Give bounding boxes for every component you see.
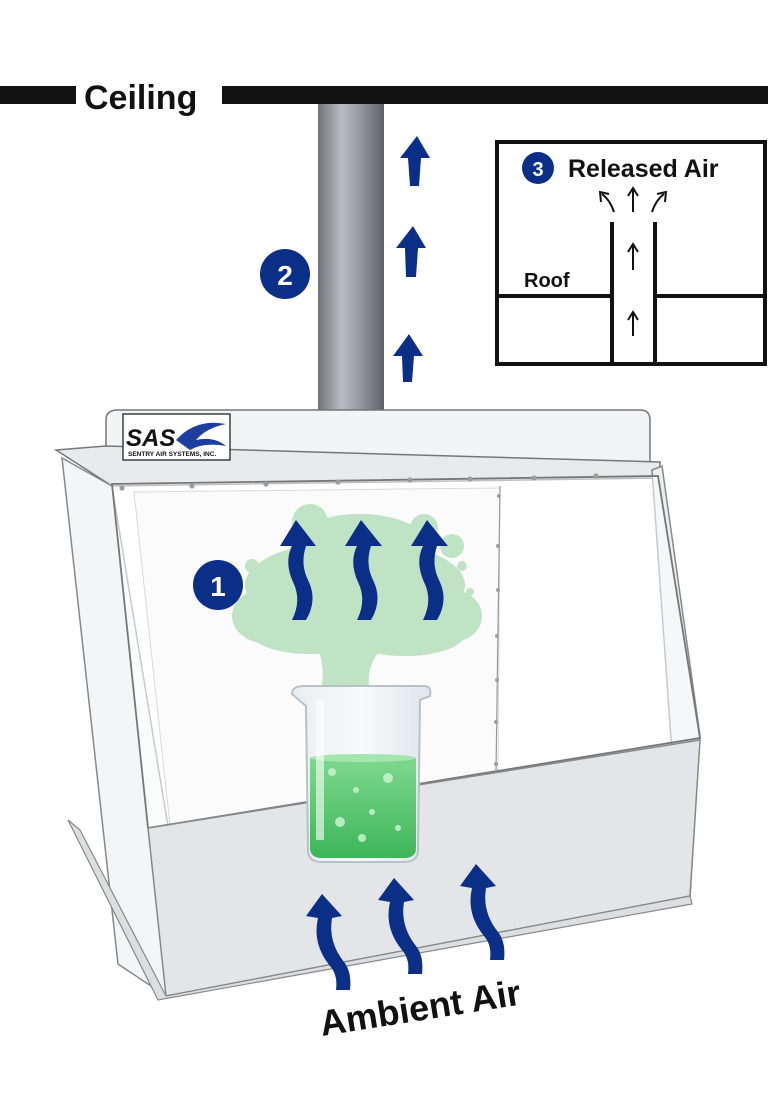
- ambient-airflow-arrows: [306, 864, 505, 990]
- beaker-highlight: [316, 700, 324, 840]
- rivet: [263, 481, 269, 487]
- fume-airflow-arrows: [280, 520, 448, 620]
- ambient-arrow-1: [306, 894, 351, 990]
- marker-2: 2: [260, 249, 310, 299]
- bubble: [395, 825, 401, 831]
- rivet: [593, 473, 599, 479]
- seam-rivets: [494, 494, 501, 766]
- beaker: [290, 685, 432, 863]
- marker-3-circle: [522, 152, 554, 184]
- sash-seam: [495, 485, 501, 773]
- bubble: [383, 773, 393, 783]
- vent-arrow-2-head: [627, 310, 639, 321]
- logo-text: SAS: [126, 425, 175, 452]
- fume-arrow-2: [345, 520, 382, 620]
- fume-puff: [245, 559, 259, 573]
- vent-arrow-left: [601, 193, 615, 213]
- exhaust-duct: [318, 104, 384, 422]
- rivet: [531, 475, 537, 481]
- bubble: [358, 834, 366, 842]
- bubble: [328, 768, 336, 776]
- rivet: [467, 476, 473, 482]
- marker-1: 1: [193, 560, 243, 610]
- fume-arrow-1: [280, 520, 316, 620]
- marker-2-circle: [260, 249, 310, 299]
- rivet: [494, 720, 498, 724]
- fume-arrow-3: [411, 520, 448, 620]
- duct-arrow-3: [393, 334, 423, 382]
- sas-logo: SAS SENTRY AIR SYSTEMS, INC.: [122, 413, 231, 461]
- vent-arrow-right: [651, 193, 665, 213]
- fume-puff: [466, 588, 474, 596]
- duct-airflow-arrows: [393, 136, 430, 382]
- logo-swirl-icon: [176, 422, 226, 450]
- rivet: [494, 762, 498, 766]
- bubble: [335, 817, 345, 827]
- ambient-arrow-3: [460, 864, 505, 960]
- top-rail-rivets: [119, 473, 599, 491]
- rivet: [497, 494, 501, 498]
- rivet: [407, 477, 413, 483]
- duct-arrow-2: [396, 226, 426, 277]
- hood-base-lip: [67, 819, 693, 1001]
- logo-subtitle: SENTRY AIR SYSTEMS, INC.: [128, 451, 216, 458]
- rivet: [496, 588, 500, 592]
- vent-arrow-top-head: [627, 186, 639, 197]
- released-air-inset: 3 Released Air Roof: [495, 140, 767, 366]
- liquid-bubbles: [328, 768, 401, 842]
- marker-3-number: 3: [532, 159, 543, 181]
- vent-arrow-left-head: [598, 190, 610, 203]
- vent-arrow-1-head: [627, 242, 639, 253]
- logo-plate: [122, 413, 231, 461]
- fume-puff: [457, 561, 467, 571]
- duct-arrow-1: [400, 136, 430, 186]
- bubble: [353, 787, 359, 793]
- ambient-arrow-2: [378, 878, 423, 974]
- beaker-liquid: [310, 758, 416, 858]
- rivet: [495, 634, 499, 638]
- rivet: [189, 483, 195, 489]
- ceiling-bar-left: [0, 86, 76, 104]
- vent-arrow-right-head: [656, 190, 668, 203]
- bubble: [369, 809, 375, 815]
- inset-frame: [495, 140, 767, 366]
- released-air-label: Released Air: [568, 155, 719, 183]
- roof-label: Roof: [524, 270, 570, 292]
- rivet: [335, 479, 341, 485]
- vent-small-arrows: [598, 186, 668, 336]
- fume-puff: [440, 534, 464, 558]
- hood-header-panel: [105, 409, 651, 463]
- marker-2-number: 2: [277, 260, 293, 291]
- beaker-liquid-surface: [310, 754, 416, 762]
- ceiling: Ceiling: [0, 79, 768, 117]
- ceiling-bar-right: [222, 86, 768, 104]
- marker-1-number: 1: [210, 571, 226, 602]
- marker-1-circle: [193, 560, 243, 610]
- rivet: [119, 485, 125, 491]
- ceiling-label: Ceiling: [84, 79, 197, 117]
- rivet: [495, 678, 499, 682]
- rivet: [496, 544, 500, 548]
